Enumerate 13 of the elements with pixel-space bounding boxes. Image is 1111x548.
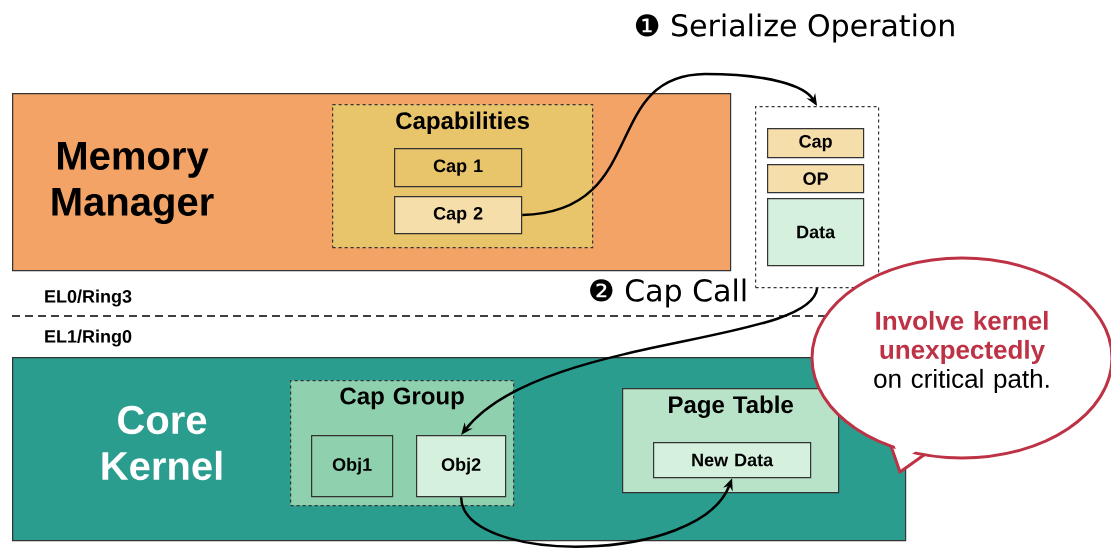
layer-label: EL0/Ring3 [45, 289, 132, 307]
edge-label: ❷ Cap Call [585, 276, 751, 310]
message-field: OP [767, 164, 865, 194]
edge-label: ❶ Serialize Operation [631, 11, 959, 45]
layer-label: EL1/Ring0 [45, 329, 132, 347]
table-entry-box: New Data [653, 442, 812, 479]
object-box: Obj1 [311, 435, 394, 498]
capability-box: Cap 2 [394, 196, 523, 235]
message-field: Data [767, 198, 865, 267]
object-box: Obj2 [416, 435, 507, 498]
capability-box: Cap 1 [394, 148, 523, 188]
speech-bubble: Involve kernel unexpectedly on critical path. [810, 256, 1111, 474]
message-field: Cap [767, 128, 865, 159]
